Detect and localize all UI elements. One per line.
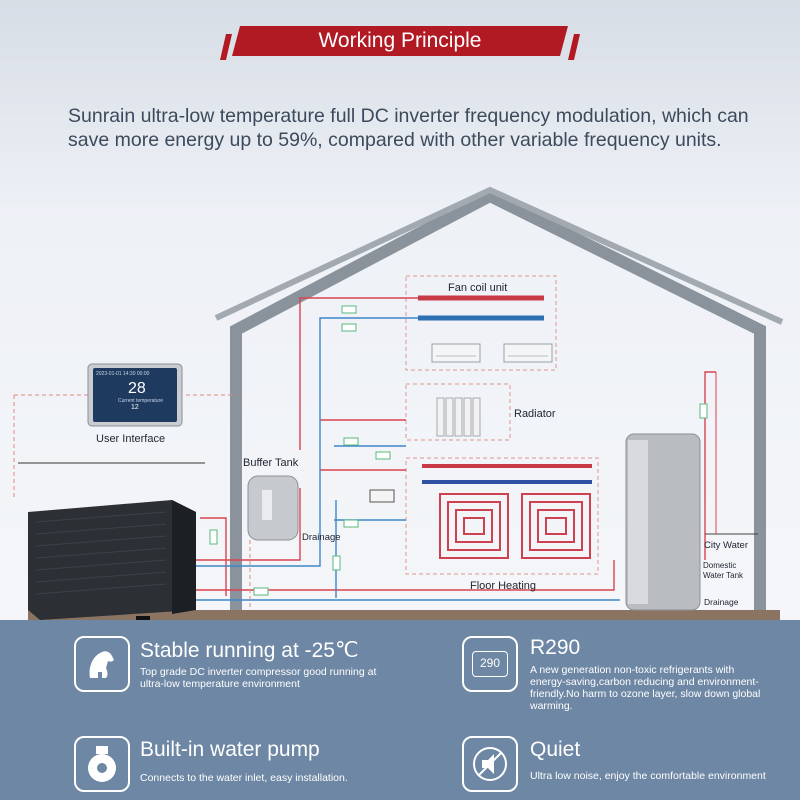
heating-diagram [13, 186, 784, 620]
control-lines [13, 394, 251, 608]
floor-heating-box [405, 457, 599, 575]
label-buffer-tank: Buffer Tank [243, 457, 299, 469]
feature-desc: Top grade DC inverter compressor good ru… [140, 666, 377, 690]
diagram-area: Working Principle Sunrain ultra-low temp… [0, 0, 800, 620]
label-user-interface: User Interface [96, 433, 166, 445]
banner-decor [220, 34, 580, 60]
label-floor-heating: Floor Heating [470, 580, 537, 592]
label-drainage-tank: Drainage [704, 597, 739, 607]
label-drainage-buffer: Drainage [302, 532, 341, 543]
r290-badge-icon: 290 [462, 636, 518, 692]
flow-arrows [209, 305, 708, 596]
section-banner: Working Principle [232, 26, 568, 56]
feature-title: Stable running at -25℃ [140, 639, 359, 662]
ground [28, 610, 780, 620]
fan-coil-box [405, 275, 557, 371]
radiator-graphic [436, 397, 481, 437]
feature-band: Stable running at -25℃ Top grade DC inve… [0, 620, 800, 800]
polar-bear-icon [74, 636, 130, 692]
feature-desc: Connects to the water inlet, easy instal… [140, 772, 348, 784]
feature-title: Quiet [530, 738, 581, 761]
muted-speaker-icon [462, 736, 518, 792]
banner-title: Working Principle [318, 29, 482, 52]
device-set-value: 12 [131, 404, 139, 411]
feature-title: R290 [530, 636, 581, 659]
r290-badge-text: 290 [472, 651, 508, 677]
feature-title: Built-in water pump [140, 738, 320, 761]
domestic-water-tank-graphic [625, 433, 701, 611]
radiator-box [405, 383, 511, 441]
floor-coil-right [521, 493, 591, 559]
floor-coil-left [439, 493, 509, 559]
fan-coil-unit-right [503, 343, 553, 363]
label-fan-coil: Fan coil unit [448, 282, 508, 294]
device-temperature: 28 [128, 380, 146, 397]
hot-pipes [190, 297, 716, 596]
intro-paragraph: Sunrain ultra-low temperature full DC in… [68, 105, 749, 151]
heat-pump-unit [28, 500, 196, 620]
house-roof-outer [214, 186, 784, 325]
banner-shape [232, 26, 568, 56]
house-outline [230, 189, 766, 612]
fan-coil-unit-left [431, 343, 481, 363]
buffer-tank-graphic [247, 475, 299, 541]
water-pump-icon [74, 736, 130, 792]
feature-desc: A new generation non-toxic refrigerants … [530, 664, 761, 712]
label-domestic-tank: Domestic Water Tank [703, 561, 744, 580]
user-interface-device [87, 363, 183, 427]
device-sub-label: Current temperature [118, 398, 164, 404]
mixing-valve [369, 489, 395, 503]
feature-desc: Ultra low noise, enjoy the comfortable e… [530, 770, 766, 782]
label-city-water: City Water [704, 540, 748, 551]
device-status-line: 2023-01-01 14:30 00:00 [96, 371, 150, 377]
label-radiator: Radiator [514, 408, 556, 420]
